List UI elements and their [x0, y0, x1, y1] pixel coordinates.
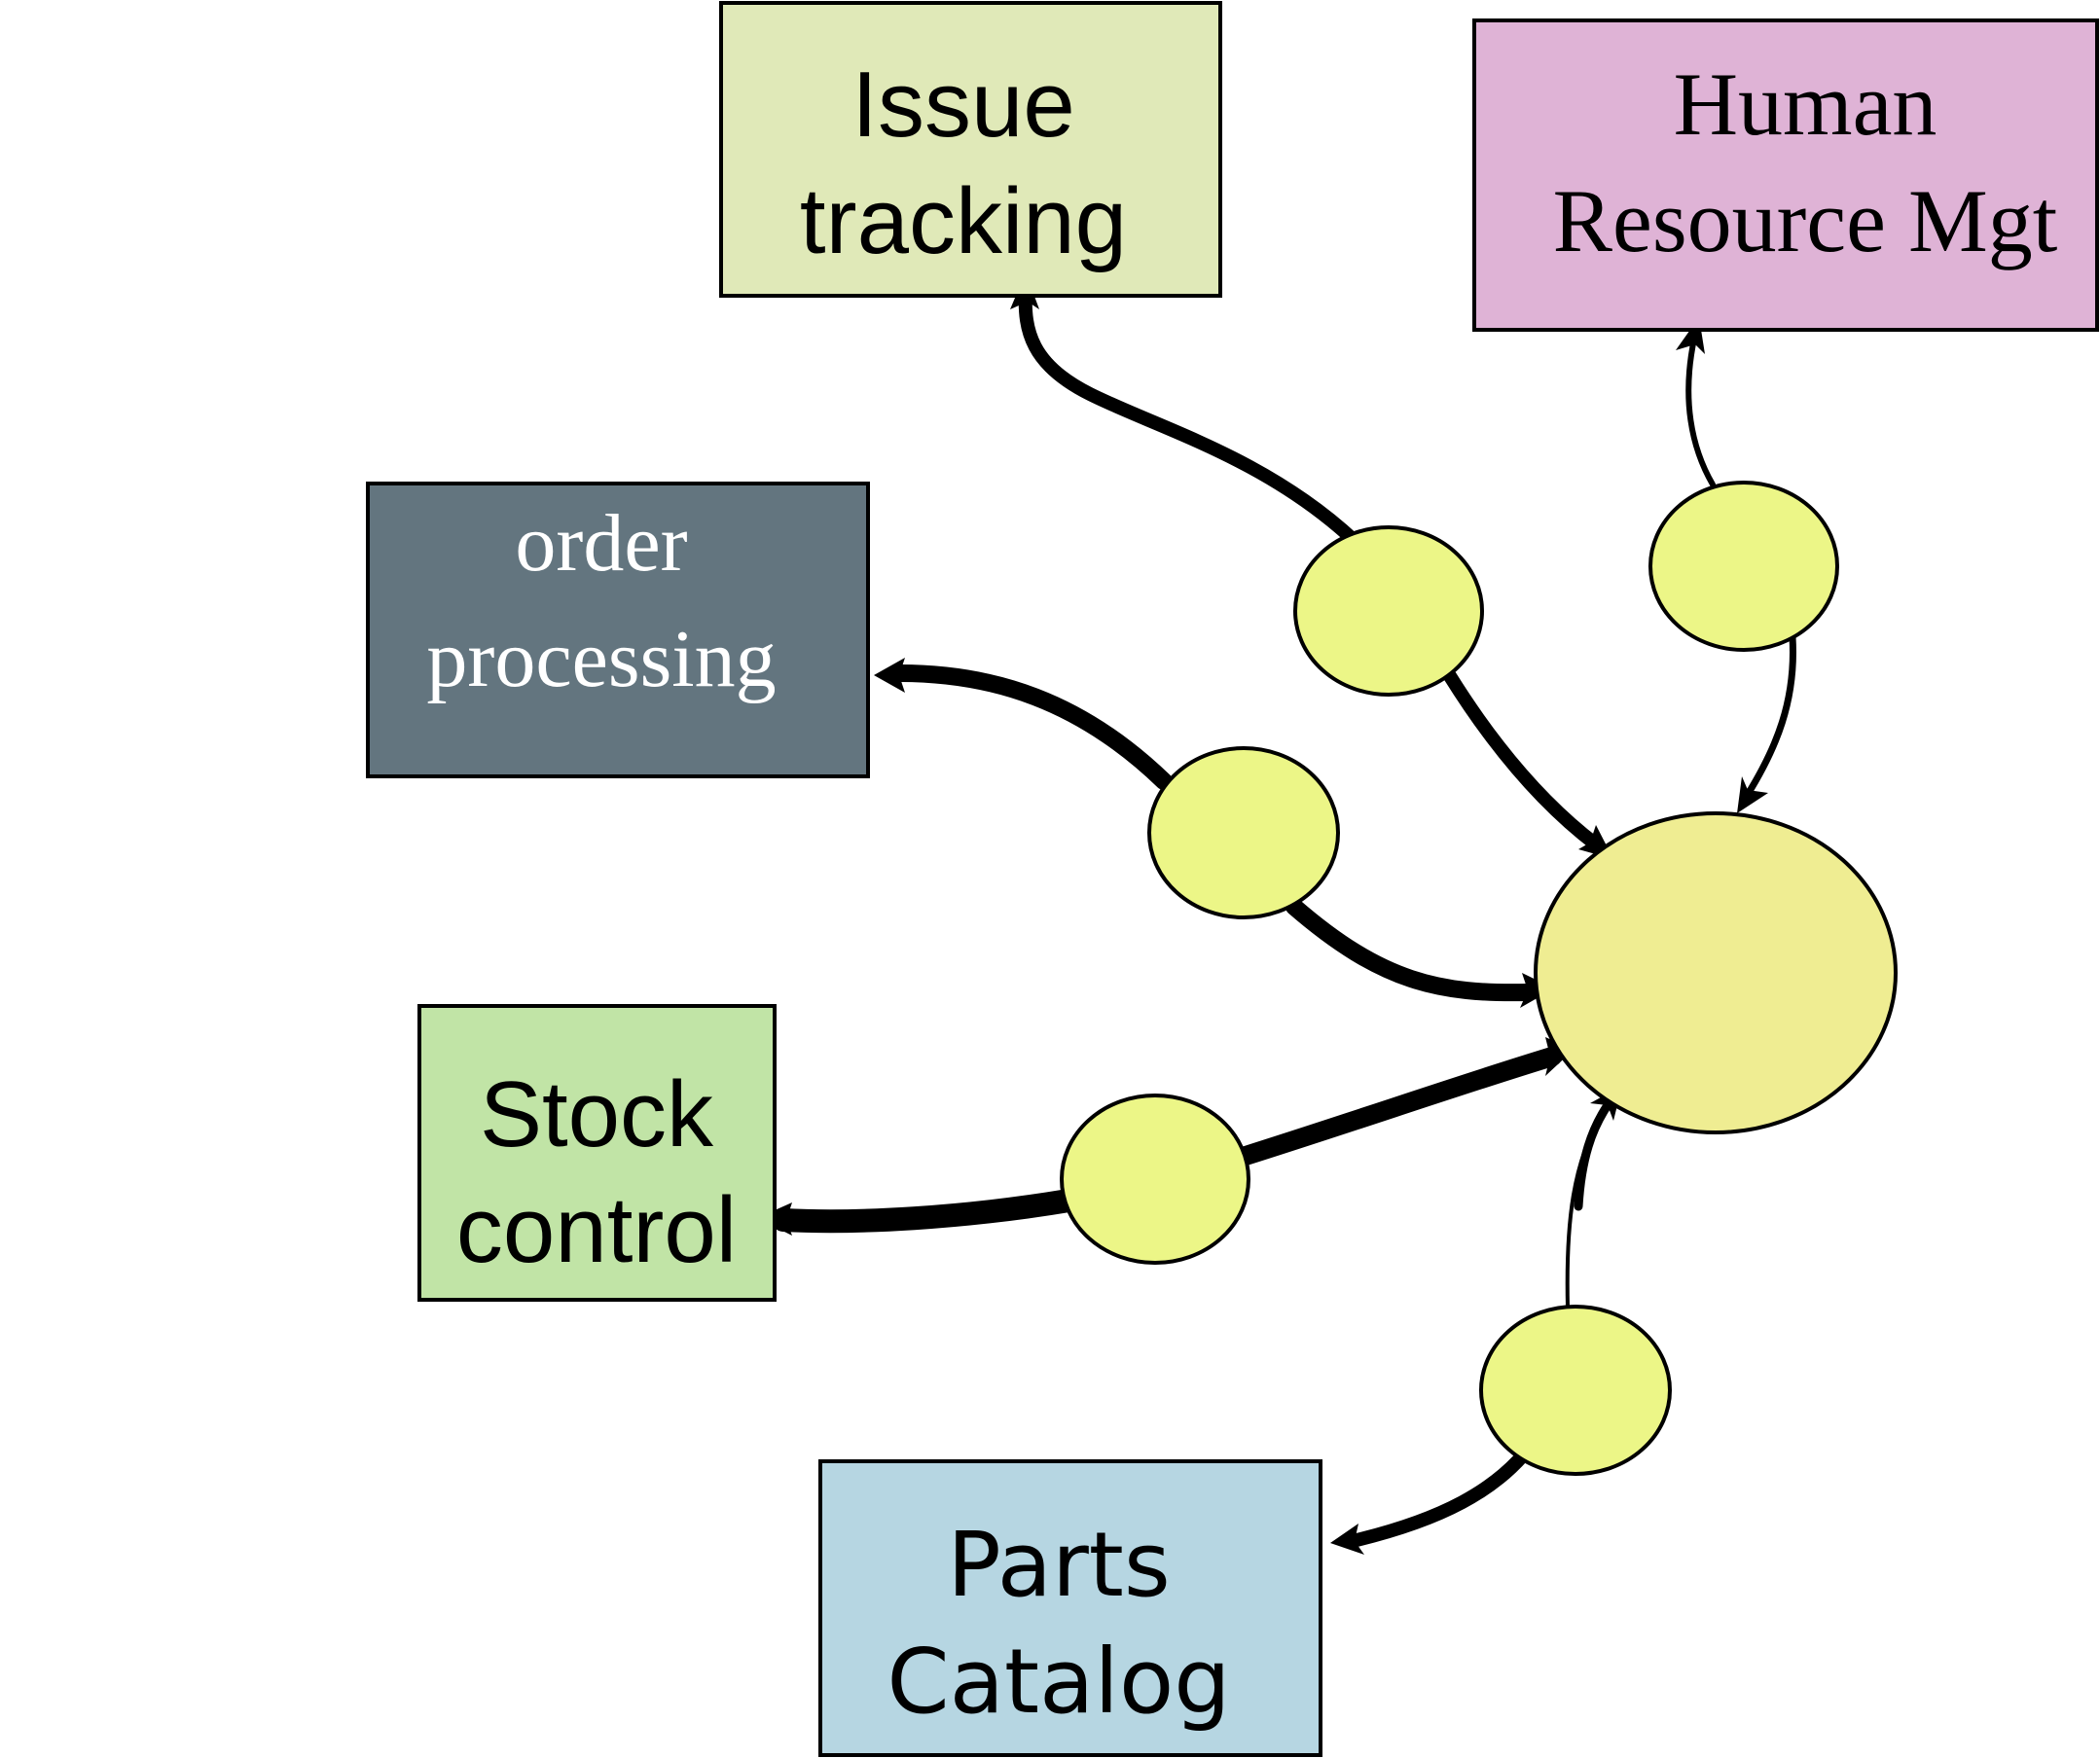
stock-interface-node[interactable] [1060, 1094, 1250, 1265]
human-resource-box[interactable] [1472, 18, 2099, 332]
human-resource-label-line1: Human [1674, 54, 1937, 154]
order-interface-node[interactable] [1147, 746, 1340, 919]
central-hub-node[interactable] [1534, 811, 1898, 1134]
system-order-processing[interactable]: order processing [366, 482, 870, 778]
edge-issue-interface-to-issue-tracking [1018, 285, 1361, 548]
order-processing-box[interactable] [366, 482, 870, 778]
edge-parts-interface-to-hub-taper [1574, 1100, 1612, 1211]
system-human-resource-mgt[interactable]: Human Resource Mgt [1472, 18, 2099, 332]
edge-order-interface-to-order-processing [891, 664, 1173, 790]
stock-control-box[interactable] [417, 1004, 777, 1302]
system-issue-tracking[interactable]: Issue tracking [719, 1, 1222, 298]
issue-interface-node[interactable] [1293, 525, 1484, 697]
issue-tracking-label-line1: Issue [851, 53, 1074, 157]
human-resource-label-line2: Resource Mgt [1553, 171, 2058, 270]
arrowhead-parts-catalog [1330, 1524, 1364, 1555]
edge-stock-interface-to-hub [1236, 1047, 1562, 1166]
edges [757, 272, 1796, 1555]
stock-control-label-line2: control [456, 1178, 737, 1282]
edge-issue-interface-to-hub [1443, 669, 1603, 851]
parts-catalog-label-line1: Parts [947, 1513, 1171, 1617]
order-processing-label-line2: processing [426, 614, 776, 704]
interface-nodes [1060, 481, 1839, 1476]
system-parts-catalog[interactable]: Parts Catalog [818, 1459, 1322, 1757]
parts-interface-node[interactable] [1479, 1305, 1672, 1476]
arrowhead-hub-from-hr [1737, 776, 1768, 813]
edge-order-interface-to-hub [1285, 898, 1537, 1002]
issue-tracking-box[interactable] [719, 1, 1222, 298]
system-stock-control[interactable]: Stock control [417, 1004, 777, 1302]
stock-control-label-line1: Stock [480, 1062, 714, 1166]
issue-tracking-label-line2: tracking [800, 169, 1127, 273]
parts-catalog-label-line2: Catalog [887, 1630, 1230, 1734]
order-processing-label-line1: order [515, 498, 687, 589]
hr-interface-node[interactable] [1648, 481, 1839, 652]
edge-hr-interface-to-hr [1685, 336, 1716, 487]
edge-hr-interface-to-hub [1743, 633, 1796, 800]
edge-stock-interface-to-stock-control [772, 1189, 1080, 1234]
parts-catalog-box[interactable] [818, 1459, 1322, 1757]
arrowhead-order-processing [874, 658, 905, 693]
